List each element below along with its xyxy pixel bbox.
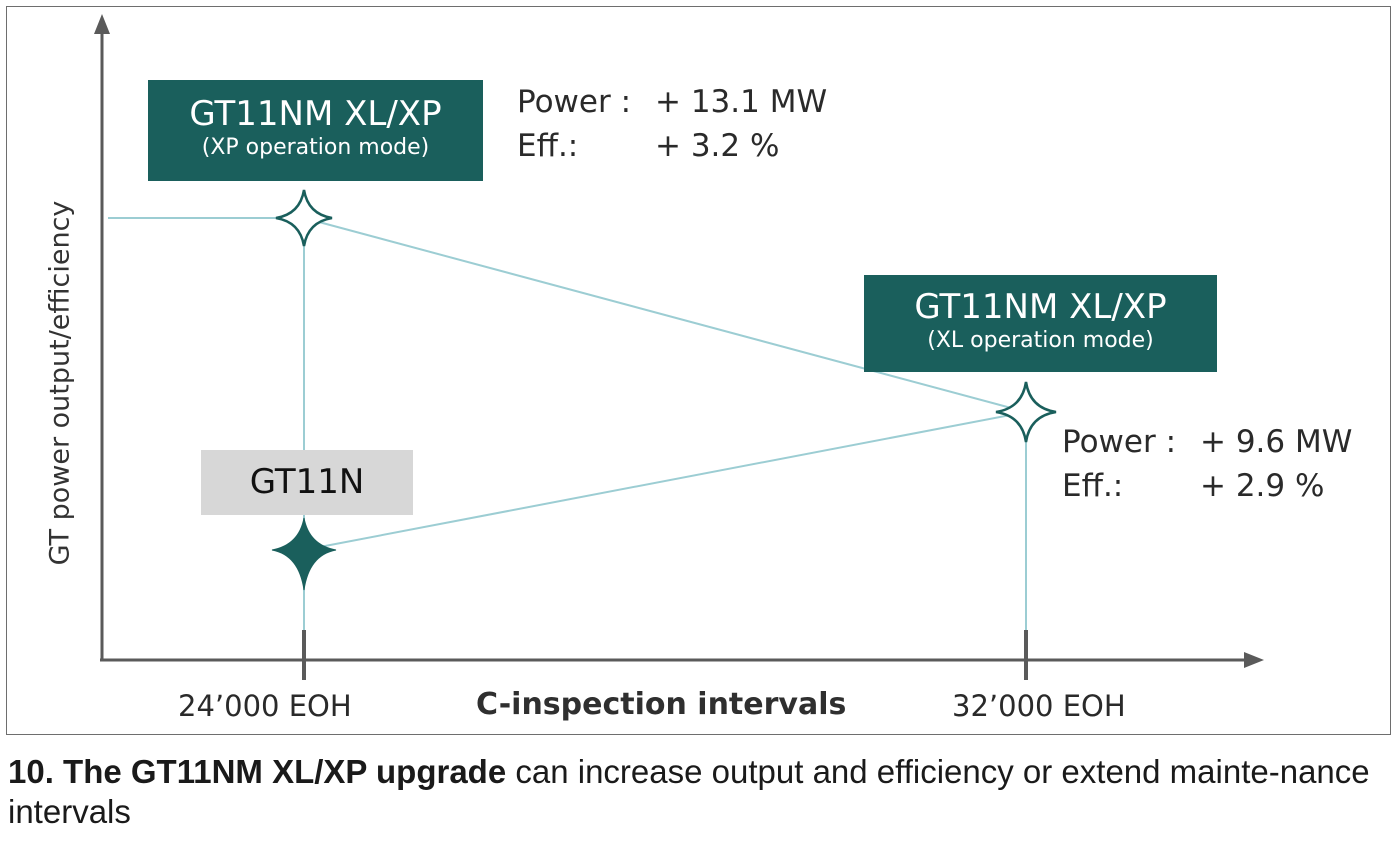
- xp-star-marker: [275, 189, 333, 247]
- xl-mode-subtitle: (XL operation mode): [927, 328, 1154, 353]
- xl-mode-title: GT11NM XL/XP: [914, 287, 1167, 327]
- x-axis-arrow: [1244, 652, 1264, 668]
- base-model-box: GT11N: [201, 450, 413, 515]
- y-axis-arrow: [94, 14, 110, 34]
- figure-frame: [6, 6, 1391, 735]
- xl-power-value: + 9.6 MW: [1200, 424, 1353, 460]
- x-axis-label: C-inspection intervals: [476, 687, 847, 722]
- y-axis-label: GT power output/efficiency: [44, 200, 76, 566]
- xl-eff-value: + 2.9 %: [1200, 468, 1325, 504]
- x-tick-label-32000: 32’000 EOH: [952, 689, 1126, 723]
- xp-power-value: + 13.1 MW: [655, 84, 828, 120]
- xp-mode-box: GT11NM XL/XP (XP operation mode): [148, 80, 483, 181]
- xl-mode-box: GT11NM XL/XP (XL operation mode): [864, 275, 1217, 372]
- base-model-title: GT11N: [249, 462, 365, 502]
- xp-eff-value: + 3.2 %: [655, 128, 780, 164]
- caption-bold: 10. The GT11NM XL/XP upgrade: [8, 753, 507, 790]
- x-tick-label-24000: 24’000 EOH: [178, 689, 352, 723]
- xp-mode-subtitle: (XP operation mode): [201, 135, 430, 160]
- xl-power-label: Power :: [1062, 424, 1177, 460]
- xl-star-marker: [995, 381, 1057, 443]
- xl-eff-label: Eff.:: [1062, 468, 1124, 504]
- figure-caption: 10. The GT11NM XL/XP upgrade can increas…: [8, 752, 1393, 832]
- base-to-xl-line: [303, 411, 1027, 551]
- xp-eff-label: Eff.:: [517, 128, 579, 164]
- base-star-marker: [271, 517, 337, 591]
- xp-mode-title: GT11NM XL/XP: [189, 94, 442, 134]
- xp-power-label: Power :: [517, 84, 632, 120]
- caption-text: can increase output and efficiency or ex…: [8, 753, 1370, 830]
- xp-to-xl-line: [303, 217, 1027, 413]
